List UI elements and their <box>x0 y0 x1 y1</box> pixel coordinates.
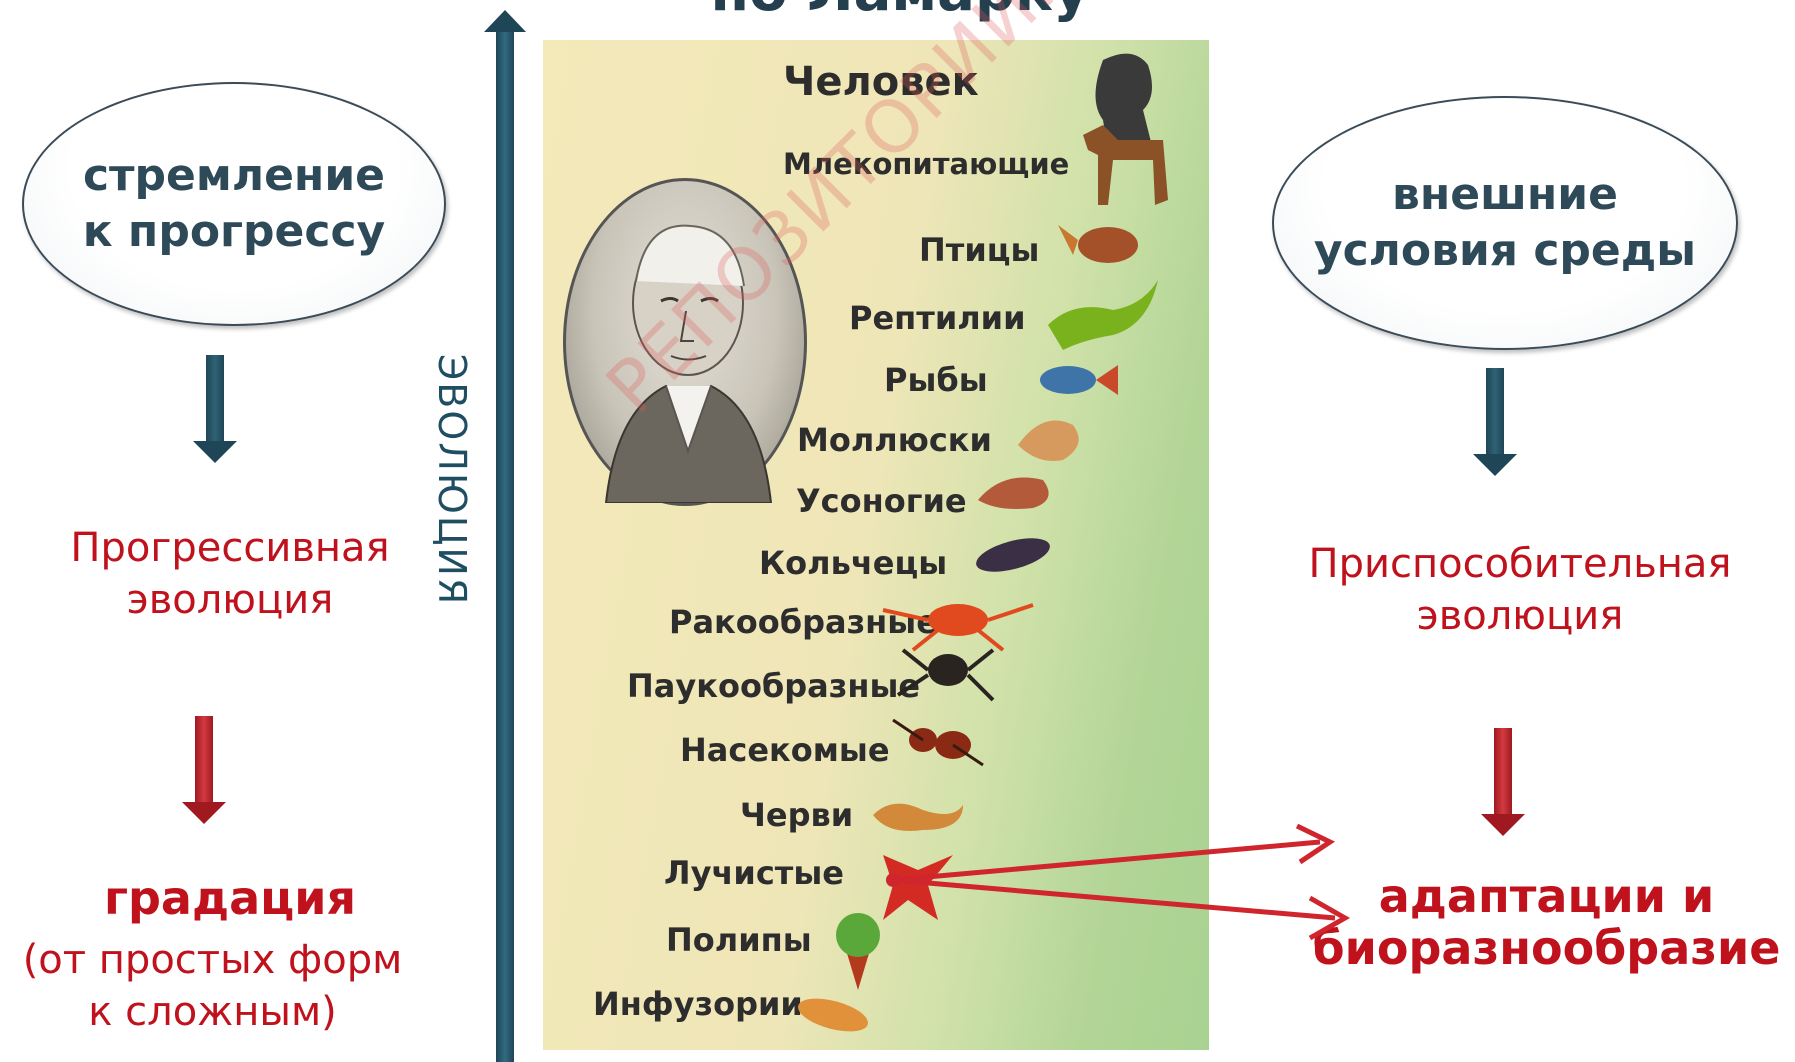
link-arrow-lower <box>893 880 1335 918</box>
link-origin-dot <box>886 873 900 887</box>
link-arrow-upper <box>893 842 1320 880</box>
